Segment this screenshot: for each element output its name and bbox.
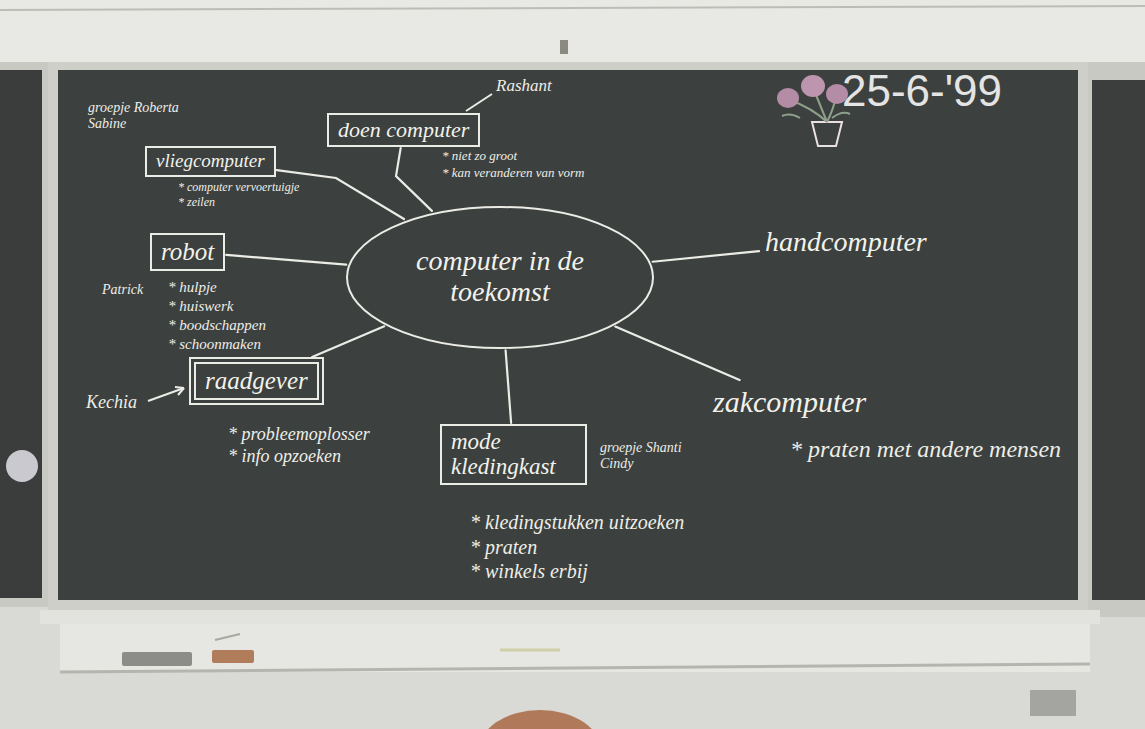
left-board xyxy=(0,70,42,598)
branch-line xyxy=(506,350,512,423)
eraser xyxy=(122,652,192,666)
central-ellipse: computer in de toekomst xyxy=(345,205,655,350)
branch-box: robot xyxy=(150,233,225,271)
branch-line xyxy=(396,148,432,211)
bullet-note: * zeilen xyxy=(178,196,215,210)
flower-drawing xyxy=(777,75,850,146)
chalk-piece xyxy=(215,634,240,640)
node-text: vliegcomputer xyxy=(156,151,265,172)
left-board-frame xyxy=(0,62,52,607)
node-text: mode kledingkast xyxy=(451,429,576,480)
name-note: Kechia xyxy=(86,392,137,413)
hook xyxy=(560,40,568,54)
ledge-edge xyxy=(60,664,1090,672)
tulip xyxy=(777,88,799,108)
bullet-note: * niet zo groot xyxy=(442,149,517,164)
right-board xyxy=(1092,80,1145,600)
bullet-note: * praten met andere mensen xyxy=(790,436,1065,464)
bullet-note: * info opzoeken xyxy=(228,446,341,467)
bullet-note: * kan veranderen van vorm xyxy=(442,166,584,181)
branch-box: mode kledingkast xyxy=(440,424,587,485)
chalk-ledge xyxy=(60,624,1090,672)
chalk-piece xyxy=(500,649,560,652)
branch-line xyxy=(312,326,384,357)
name-note: Patrick xyxy=(102,282,143,298)
branch-line xyxy=(277,170,404,219)
bullet-note: * winkels erbij xyxy=(470,560,588,583)
node-text: raadgever xyxy=(205,367,308,395)
branch-text: handcomputer xyxy=(762,225,930,260)
group-note: groepje Roberta Sabine xyxy=(88,100,200,132)
branch-line xyxy=(653,251,759,262)
date: 25-6-'99 xyxy=(842,66,1002,117)
bullet-note: * hulpje xyxy=(168,279,217,296)
eraser xyxy=(212,650,254,663)
branch-box: raadgever xyxy=(194,362,319,400)
arrowhead xyxy=(175,387,184,395)
node-text: doen computer xyxy=(338,118,469,142)
tulip xyxy=(801,75,825,97)
board-frame xyxy=(48,62,1088,610)
bullet-note: * huiswerk xyxy=(168,298,233,315)
branch-text: zakcomputer xyxy=(710,383,869,420)
chalkboard xyxy=(58,70,1078,600)
bullet-note: * kledingstukken uitzoeken xyxy=(470,511,684,534)
bullet-note: * praten xyxy=(470,536,537,559)
node-text: robot xyxy=(161,238,214,266)
upper-wall xyxy=(0,0,1145,62)
flower-pot xyxy=(812,122,842,146)
node-text: computer in de toekomst xyxy=(395,246,605,308)
bullet-note: * boodschappen xyxy=(168,317,266,334)
ledge-top xyxy=(40,610,1100,624)
wall-edge xyxy=(0,6,1145,10)
node-text: zakcomputer xyxy=(713,385,866,418)
branch-box: vliegcomputer xyxy=(145,146,276,177)
branch-line xyxy=(226,255,346,265)
magnet xyxy=(6,450,38,482)
name-note: Rashant xyxy=(496,76,552,96)
bullet-note: * computer vervoertuigje xyxy=(178,181,299,195)
ellipse-shape xyxy=(347,207,653,348)
leader-arrow xyxy=(148,388,184,401)
flower-leaves xyxy=(782,113,850,118)
right-board-frame xyxy=(1084,62,1145,617)
bullet-note: * schoonmaken xyxy=(168,336,261,353)
node-text: handcomputer xyxy=(765,227,927,258)
leader-line xyxy=(466,94,492,111)
group-note: groepje Shanti Cindy xyxy=(600,440,700,472)
bullet-note: * probleemoplosser xyxy=(228,424,370,445)
tray xyxy=(1030,690,1076,716)
branch-box: doen computer xyxy=(327,113,480,147)
branch-line xyxy=(615,327,739,380)
student-head xyxy=(478,710,602,729)
